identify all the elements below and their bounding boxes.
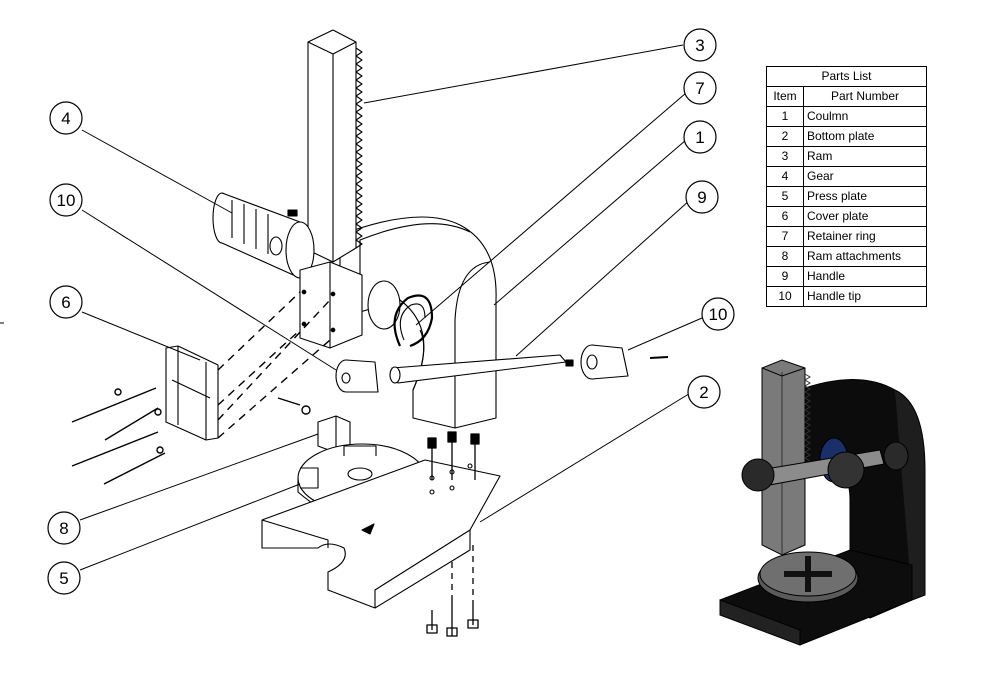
item-cell: 6	[766, 206, 804, 227]
gear-part	[212, 192, 315, 279]
cover-screws	[71, 291, 331, 485]
callout-7-label: 7	[695, 79, 704, 98]
item-cell: 5	[766, 186, 804, 207]
item-cell: 9	[766, 266, 804, 287]
callout-8-label: 8	[59, 519, 68, 538]
callout-9: 9	[685, 180, 719, 214]
side-block	[299, 261, 363, 349]
item-cell: 2	[766, 126, 804, 147]
header-part-number: Part Number	[803, 86, 927, 107]
callout-7: 7	[683, 71, 717, 105]
header-item: Item	[766, 86, 804, 107]
item-cell: 7	[766, 226, 804, 247]
callout-2-label: 2	[699, 383, 708, 402]
callout-3-label: 3	[695, 36, 704, 55]
callout-4-label: 4	[61, 109, 70, 128]
part-name-cell: Bottom plate	[803, 126, 927, 147]
item-cell: 4	[766, 166, 804, 187]
handle-part	[389, 354, 574, 384]
item-cell: 3	[766, 146, 804, 167]
parts-list-header-row: Item Part Number	[766, 86, 927, 107]
callout-4: 4	[49, 101, 83, 135]
callout-6-label: 6	[61, 293, 70, 312]
part-name-cell: Retainer ring	[803, 226, 927, 247]
callout-5-label: 5	[59, 569, 68, 588]
part-name-cell: Cover plate	[803, 206, 927, 227]
callout-8: 8	[47, 511, 81, 545]
bottom-bolts	[426, 545, 479, 637]
part-name-cell: Coulmn	[803, 106, 927, 127]
part-name-cell: Press plate	[803, 186, 927, 207]
parts-list-title-row: Parts List	[766, 66, 927, 87]
item-cell: 1	[766, 106, 804, 127]
column-part	[339, 216, 497, 429]
column-bolts	[427, 431, 480, 480]
callouts: 3 7 1 4 10 9 6 10	[47, 28, 735, 595]
leader-lines	[79, 44, 703, 571]
callout-10-upper-label: 10	[57, 191, 76, 210]
handle-tip-part-left	[335, 359, 379, 393]
callout-3: 3	[683, 28, 717, 62]
part-name-cell: Ram	[803, 146, 927, 167]
callout-5: 5	[47, 561, 81, 595]
rendered-assembly	[719, 359, 926, 646]
callout-10-right: 10	[701, 297, 735, 331]
callout-1-label: 1	[695, 128, 704, 147]
callout-2: 2	[687, 375, 721, 409]
handle-tip-part-right	[580, 344, 669, 380]
callout-1: 1	[683, 120, 717, 154]
part-name-cell: Handle	[803, 266, 927, 287]
ram-part	[307, 29, 363, 263]
item-cell: 8	[766, 246, 804, 267]
parts-list-title: Parts List	[766, 66, 927, 87]
cover-plate-part	[165, 345, 219, 441]
retainer-ring-part	[393, 294, 434, 348]
callout-6: 6	[49, 285, 83, 319]
callout-10-upper: 10	[49, 183, 83, 217]
item-cell: 10	[766, 286, 804, 307]
callout-10-right-label: 10	[709, 305, 728, 324]
callout-9-label: 9	[697, 188, 706, 207]
part-name-cell: Handle tip	[803, 286, 927, 307]
part-name-cell: Ram attachments	[803, 246, 927, 267]
bottom-plate-part	[261, 459, 501, 609]
part-name-cell: Gear	[803, 166, 927, 187]
